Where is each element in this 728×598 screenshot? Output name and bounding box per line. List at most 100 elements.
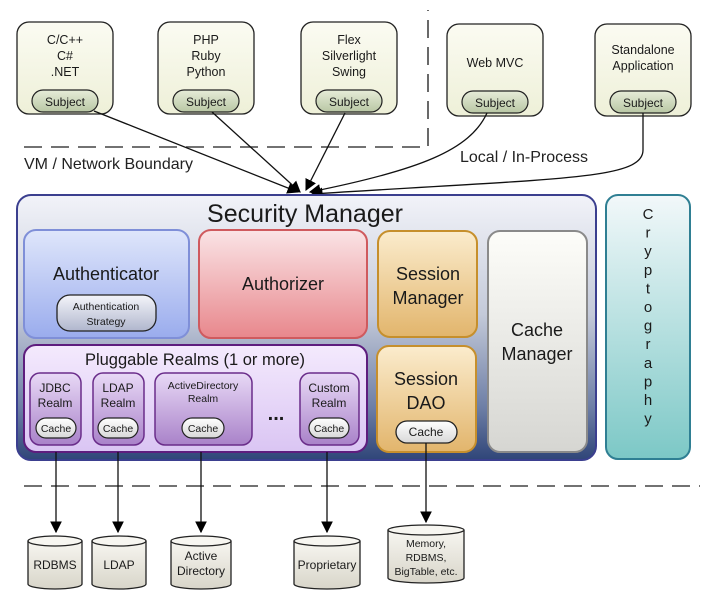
datastore-label: Memory, <box>406 538 446 550</box>
client-php-ruby-python: PHP Ruby Python Subject <box>157 21 255 115</box>
session-manager-line: Manager <box>392 288 463 308</box>
session-dao-line: Session <box>394 369 458 389</box>
datastore-label: BigTable, etc. <box>394 566 457 578</box>
strategy-line: Strategy <box>86 316 126 328</box>
client-flex-silverlight-swing: Flex Silverlight Swing Subject <box>300 21 398 115</box>
datastore-label: RDBMS, <box>406 552 447 564</box>
client-line: PHP <box>193 33 219 47</box>
pluggable-realms: Pluggable Realms (1 or more) JDBC Realm … <box>23 344 368 453</box>
cache-manager-line: Cache <box>511 320 563 340</box>
subject-pill <box>315 89 383 113</box>
client-line: Python <box>187 65 226 79</box>
client-line: Application <box>612 59 673 73</box>
subject-pill <box>461 90 529 114</box>
cryptography-letter: h <box>644 392 652 409</box>
datastore-active-directory: Active Directory <box>170 535 232 590</box>
arrow-client-4 <box>308 112 488 196</box>
authenticator: Authenticator Authentication Strategy <box>23 229 190 339</box>
cache-label: Cache <box>41 423 72 435</box>
client-line: Web MVC <box>467 56 524 70</box>
cryptography-letter: C <box>643 206 654 223</box>
vm-network-boundary-label: VM / Network Boundary <box>24 156 193 173</box>
realm-line: Realm <box>188 393 219 405</box>
datastore-label: RDBMS <box>33 558 76 572</box>
realm-active-directory: ActiveDirectory Realm Cache <box>154 372 253 446</box>
session-dao-line: DAO <box>406 393 445 413</box>
realm-line: Realm <box>38 396 73 410</box>
realm-jdbc: JDBC Realm Cache <box>29 372 82 446</box>
subject-label: Subject <box>329 95 370 109</box>
realm-custom: Custom Realm Cache <box>299 372 360 446</box>
client-line: Swing <box>332 65 366 79</box>
realm-line: Realm <box>101 396 136 410</box>
datastore-label: Proprietary <box>298 558 357 572</box>
datastore-label: LDAP <box>103 558 134 572</box>
client-line: .NET <box>51 65 80 79</box>
arrow-client-2 <box>211 111 301 193</box>
realm-line: LDAP <box>102 381 133 395</box>
cryptography-letter: r <box>646 336 651 353</box>
client-line: Standalone <box>611 43 674 57</box>
arrow-client-5 <box>310 113 644 200</box>
cache-label: Cache <box>314 423 345 435</box>
more-realms-ellipsis: ... <box>268 403 285 425</box>
realm-cache <box>181 417 225 439</box>
subject-label: Subject <box>186 95 227 109</box>
datastore-label: Active <box>185 549 218 563</box>
authentication-strategy <box>56 294 157 332</box>
client-standalone-application: Standalone Application Subject <box>594 23 692 117</box>
local-in-process-label: Local / In-Process <box>460 149 588 166</box>
cryptography-letter: y <box>644 411 652 428</box>
cache-label: Cache <box>188 423 219 435</box>
datastore-proprietary: Proprietary <box>293 535 361 590</box>
cryptography-letter: p <box>644 373 652 390</box>
realm-line: JDBC <box>39 381 71 395</box>
realm-cache <box>308 417 350 439</box>
subject-pill <box>172 89 240 113</box>
datastore-memory-rdbms-bigtable: Memory, RDBMS, BigTable, etc. <box>387 524 465 584</box>
client-web-mvc: Web MVC Subject <box>446 23 544 117</box>
arrow-client-1 <box>93 110 300 194</box>
cache-manager: Cache Manager <box>487 230 588 453</box>
subject-label: Subject <box>475 96 516 110</box>
cache-manager-line: Manager <box>501 344 572 364</box>
subject-label: Subject <box>45 95 86 109</box>
arrow-client-3 <box>305 112 346 192</box>
client-line: C/C++ <box>47 33 83 47</box>
realm-ldap: LDAP Realm Cache <box>92 372 145 446</box>
cryptography-letter: r <box>646 225 651 242</box>
authorizer-label: Authorizer <box>242 274 324 294</box>
realm-cache <box>97 417 139 439</box>
datastore-label: Directory <box>177 564 225 578</box>
cryptography-letter: a <box>644 355 653 372</box>
cryptography-letter: g <box>644 318 652 335</box>
subject-label: Subject <box>623 96 664 110</box>
security-manager-title: Security Manager <box>207 200 403 228</box>
realm-line: Realm <box>312 396 347 410</box>
realm-cache <box>35 417 77 439</box>
client-cpp-csharp-dotnet: C/C++ C# .NET Subject <box>16 21 114 115</box>
authorizer: Authorizer <box>198 229 368 339</box>
realm-line: Custom <box>308 381 349 395</box>
session-manager-line: Session <box>396 264 460 284</box>
session-manager: Session Manager <box>377 230 478 338</box>
cache-label: Cache <box>103 423 134 435</box>
client-line: Silverlight <box>322 49 377 63</box>
strategy-line: Authentication <box>73 301 140 313</box>
cryptography-letter: y <box>644 243 652 260</box>
authenticator-label: Authenticator <box>53 264 159 284</box>
client-line: C# <box>57 49 73 63</box>
session-dao: Session DAO Cache <box>376 345 477 453</box>
vm-network-boundary-line <box>24 10 429 148</box>
cryptography-letter: p <box>644 262 652 279</box>
cache-label: Cache <box>409 425 444 439</box>
cryptography-letter: t <box>646 280 651 297</box>
subject-pill <box>31 89 99 113</box>
client-line: Flex <box>337 33 361 47</box>
cryptography-letter: o <box>644 299 652 316</box>
datastore-rdbms: RDBMS <box>27 535 83 590</box>
pluggable-realms-title: Pluggable Realms (1 or more) <box>85 351 305 369</box>
datastore-ldap: LDAP <box>91 535 147 590</box>
